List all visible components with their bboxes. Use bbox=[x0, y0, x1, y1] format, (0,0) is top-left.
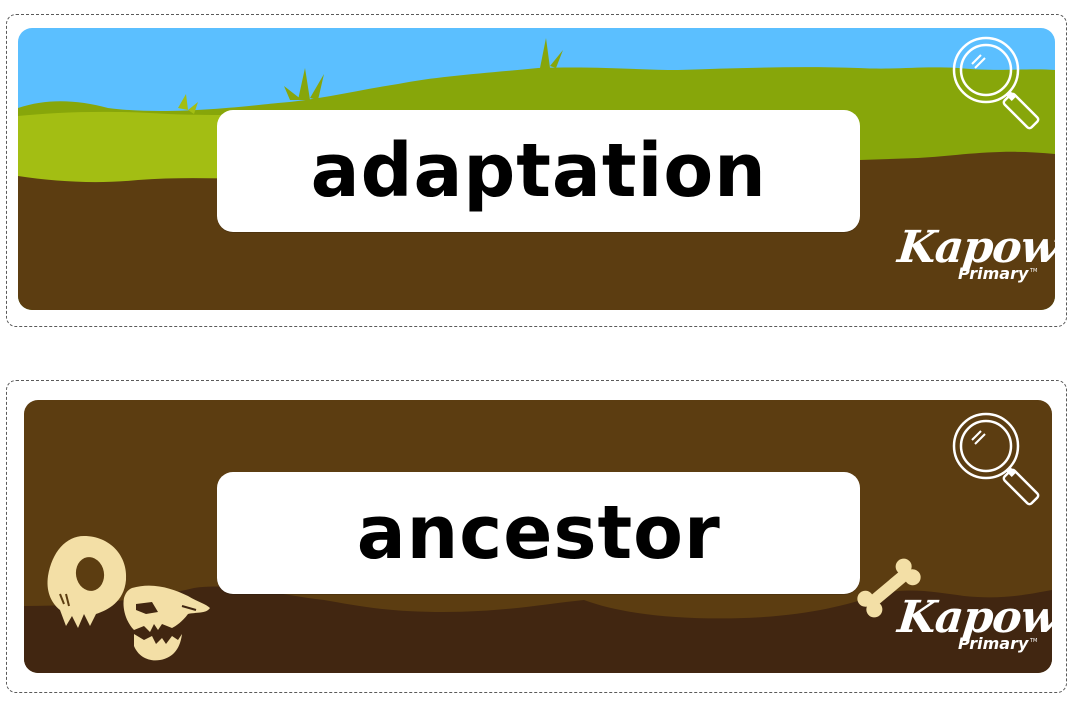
logo-tm: TM bbox=[1030, 268, 1038, 274]
cut-line-card-1 bbox=[6, 14, 1067, 327]
kapow-primary-logo: Kapow Primary TM bbox=[895, 222, 1055, 298]
cut-line-card-2 bbox=[6, 380, 1067, 693]
logo-sub: Primary bbox=[958, 634, 1029, 653]
word-label-box: adaptation bbox=[217, 110, 860, 232]
magnifying-glass-icon bbox=[952, 412, 1040, 506]
logo-tm: TM bbox=[1030, 638, 1038, 644]
skull-icon bbox=[47, 536, 127, 628]
dinosaur-skull-icon bbox=[123, 585, 210, 661]
magnifying-glass-icon bbox=[952, 36, 1040, 130]
kapow-primary-logo: Kapow Primary TM bbox=[895, 592, 1052, 668]
vocab-word: adaptation bbox=[310, 128, 767, 214]
vocab-word: ancestor bbox=[356, 490, 721, 576]
logo-sub: Primary bbox=[958, 264, 1029, 283]
word-label-box: ancestor bbox=[217, 472, 860, 594]
bone-icon bbox=[857, 558, 921, 618]
